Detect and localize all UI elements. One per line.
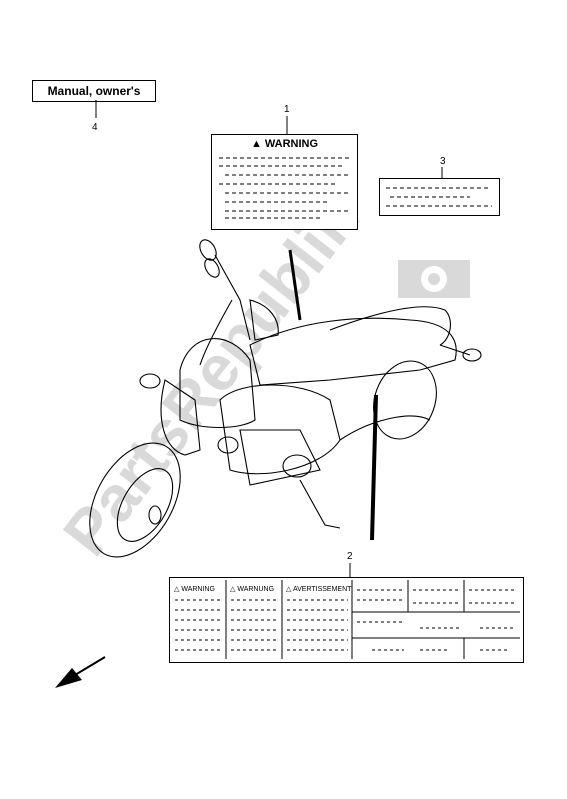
pointer-line-2 (370, 394, 378, 541)
direction-arrow-icon (55, 656, 106, 688)
warning-triangle-icon: △ (174, 586, 180, 593)
warning-label-1[interactable]: ▲ WARNING (211, 134, 358, 230)
manual-label: Manual, owner's (47, 84, 141, 98)
callout-3: 3 (440, 156, 446, 167)
warning-triangle-icon: △ (230, 586, 236, 593)
label3-text-lines (386, 187, 492, 207)
label-2[interactable]: △ WARNING △ WARNUNG △ AVERTISSEMENT (169, 577, 524, 663)
callout-4: 4 (92, 122, 98, 133)
motorcycle-illustration (89, 239, 482, 558)
warning-title: WARNING (264, 138, 319, 150)
pointer-line-1 (288, 249, 302, 321)
label2-header-avertissement: △ AVERTISSEMENT (286, 586, 352, 593)
warning-triangle-icon: △ (286, 586, 292, 593)
label2-header-warning: △ WARNING (174, 586, 215, 593)
label2-text-lines (175, 589, 516, 651)
label1-text-lines (219, 157, 350, 219)
warning-triangle-icon: ▲ (250, 138, 262, 150)
callout-1: 1 (284, 104, 290, 115)
manual-label-box[interactable]: Manual, owner's (32, 80, 156, 102)
label2-grid (225, 580, 520, 659)
callout-2: 2 (347, 551, 353, 562)
gear-logo-icon (398, 260, 470, 298)
label2-header-warnung: △ WARNUNG (230, 586, 275, 593)
